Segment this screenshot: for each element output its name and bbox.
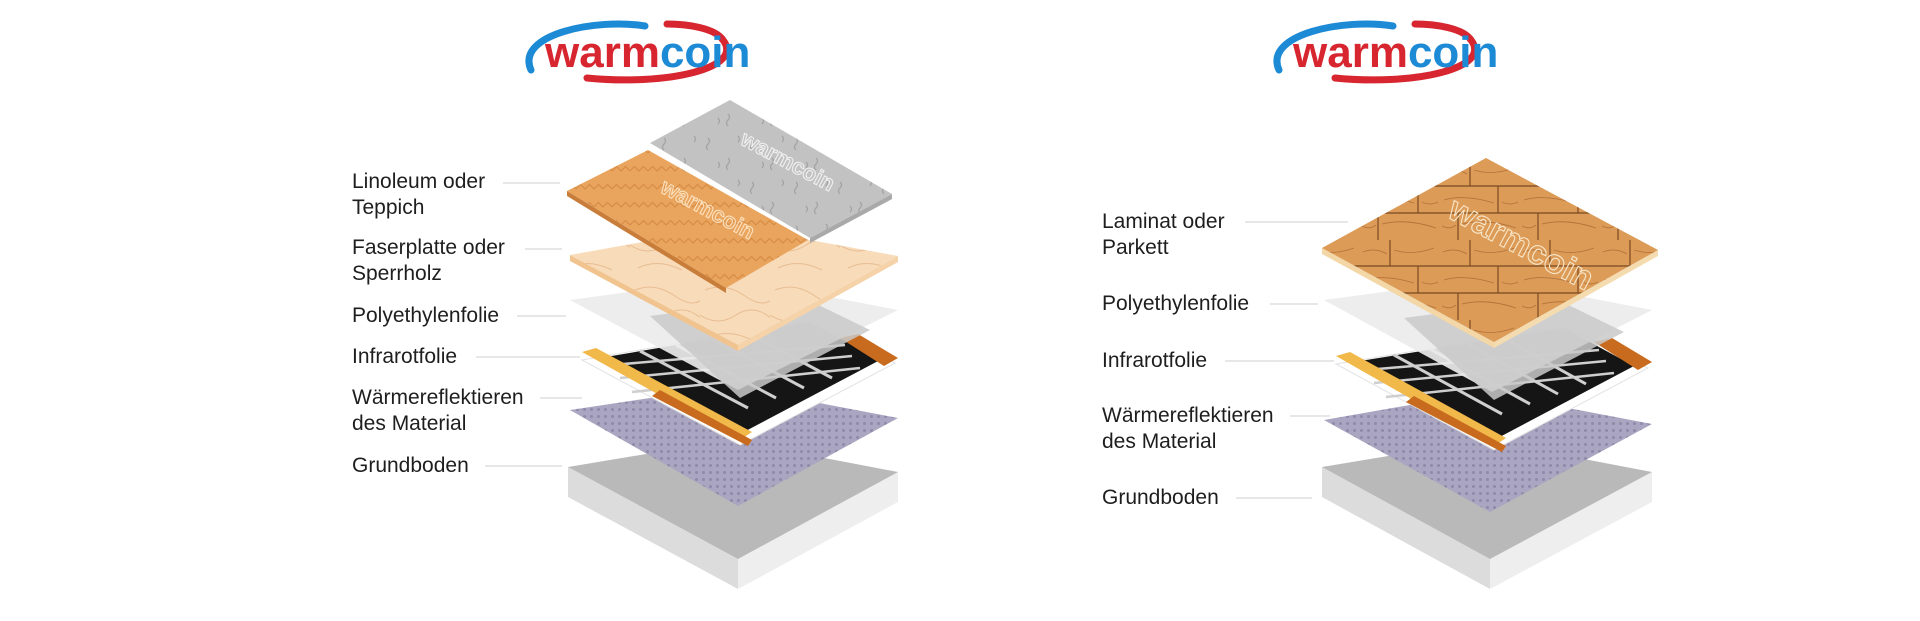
logo-swoosh-blue	[1273, 20, 1397, 74]
svg-text:Grundboden: Grundboden	[1102, 486, 1219, 509]
logo-left: warmcoin	[525, 20, 750, 84]
logo-swoosh-red	[1331, 20, 1479, 84]
svg-text:Laminat oder: Laminat oder	[1102, 210, 1225, 233]
svg-text:Faserplatte oder: Faserplatte oder	[352, 236, 505, 259]
label-reflective: Wärmereflektieren des Material	[1102, 404, 1330, 453]
svg-text:Polyethylenfolie: Polyethylenfolie	[352, 304, 499, 327]
svg-text:Polyethylenfolie: Polyethylenfolie	[1102, 292, 1249, 315]
layer-linoleum-carpet: warmcoin warmcoin	[567, 100, 892, 293]
label-fiberboard: Faserplatte oder Sperrholz	[352, 236, 562, 285]
logo-coin: coin	[660, 28, 750, 77]
logo-swoosh-red	[583, 20, 731, 84]
laminate-top	[1322, 158, 1658, 342]
layer-heat-reflective	[570, 386, 898, 506]
svg-text:Infrarotfolie: Infrarotfolie	[1102, 349, 1207, 372]
svg-text:warmcoin: warmcoin	[544, 28, 750, 77]
label-laminate: Laminat oder Parkett	[1102, 210, 1348, 259]
svg-text:Parkett: Parkett	[1102, 236, 1169, 259]
left-labels: Linoleum oder Teppich Faserplatte oder S…	[352, 170, 582, 477]
label-polyethylene: Polyethylenfolie	[1102, 292, 1318, 315]
svg-text:Sperrholz: Sperrholz	[352, 262, 442, 285]
svg-text:Wärmereflektieren: Wärmereflektieren	[352, 386, 524, 409]
ir-copper-busbar	[840, 334, 898, 366]
label-reflective: Wärmereflektieren des Material	[352, 386, 582, 435]
left-layer-stack: warmcoin warmcoin	[567, 100, 898, 589]
label-ground: Grundboden	[352, 454, 562, 477]
logo-right: warmcoin	[1273, 20, 1498, 84]
label-linoleum: Linoleum oder Teppich	[352, 170, 560, 219]
linoleum-sheet	[650, 100, 892, 238]
svg-text:Teppich: Teppich	[352, 196, 424, 219]
logo-warm: warm	[1292, 28, 1408, 77]
layer-heat-reflective	[1324, 392, 1652, 512]
logo-warm: warm	[544, 28, 660, 77]
logo-coin: coin	[1408, 28, 1498, 77]
label-ground: Grundboden	[1102, 486, 1312, 509]
svg-text:Infrarotfolie: Infrarotfolie	[352, 345, 457, 368]
svg-text:Grundboden: Grundboden	[352, 454, 469, 477]
ir-gold-busbar	[1336, 352, 1506, 446]
svg-text:Wärmereflektieren: Wärmereflektieren	[1102, 404, 1274, 427]
logo-swoosh-blue	[525, 20, 649, 74]
ir-copper-busbar	[1594, 338, 1652, 370]
label-infrared: Infrarotfolie	[352, 345, 580, 368]
carpet-sheet	[567, 150, 808, 288]
svg-text:Linoleum oder: Linoleum oder	[352, 170, 485, 193]
layer-fiberboard	[570, 226, 898, 351]
right-layer-stack: warmcoin	[1322, 158, 1658, 589]
svg-text:warmcoin: warmcoin	[1292, 28, 1498, 77]
label-polyethylene: Polyethylenfolie	[352, 304, 566, 327]
label-infrared: Infrarotfolie	[1102, 349, 1334, 372]
svg-text:des Material: des Material	[1102, 430, 1216, 453]
svg-text:des Material: des Material	[352, 412, 466, 435]
right-labels: Laminat oder Parkett Polyethylenfolie In…	[1102, 210, 1348, 509]
layer-laminate: warmcoin	[1322, 158, 1658, 348]
